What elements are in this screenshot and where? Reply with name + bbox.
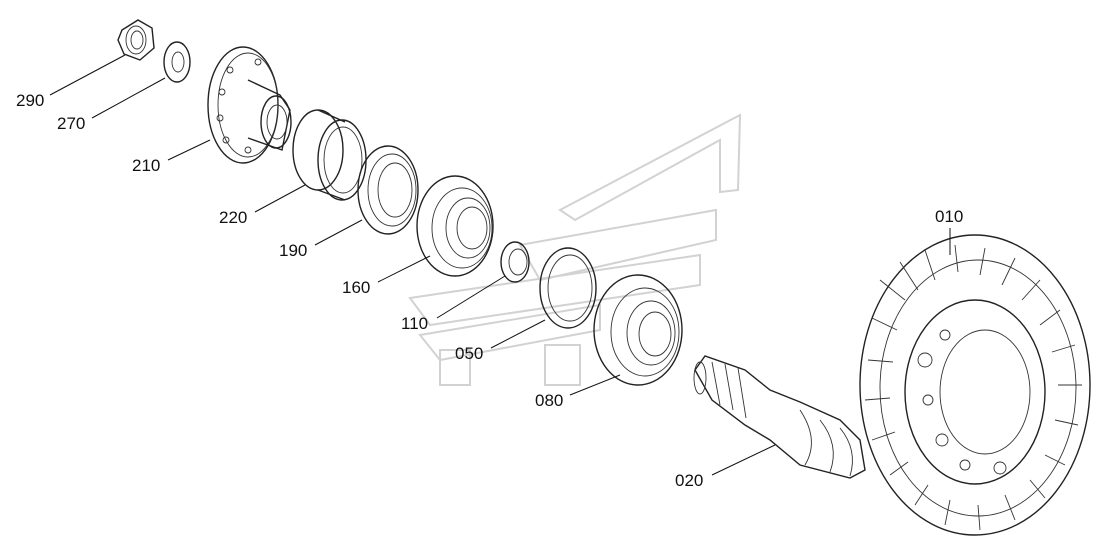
label-210: 210 [132, 156, 160, 175]
label-020: 020 [675, 471, 703, 490]
watermark-logo [408, 113, 742, 386]
front-bearing-part [416, 175, 494, 277]
oil-seal-part [357, 145, 419, 235]
label-270: 270 [57, 114, 85, 133]
label-290: 290 [16, 91, 44, 110]
label-220: 220 [219, 208, 247, 227]
label-080: 080 [535, 391, 563, 410]
shim-part [539, 247, 597, 329]
ring-gear-part [859, 234, 1091, 536]
label-160: 160 [342, 278, 370, 297]
label-110: 110 [401, 314, 428, 333]
flange-part [207, 46, 292, 164]
spacer-part [500, 241, 530, 283]
label-050: 050 [455, 344, 483, 363]
label-190: 190 [279, 241, 307, 260]
washer-part [163, 41, 191, 83]
dust-cover-part [292, 109, 367, 201]
pinion-shaft-part [693, 355, 866, 479]
label-010: 010 [935, 207, 963, 226]
nut-part [117, 19, 155, 61]
rear-bearing-part [593, 274, 683, 386]
leader-lines [49, 54, 951, 476]
